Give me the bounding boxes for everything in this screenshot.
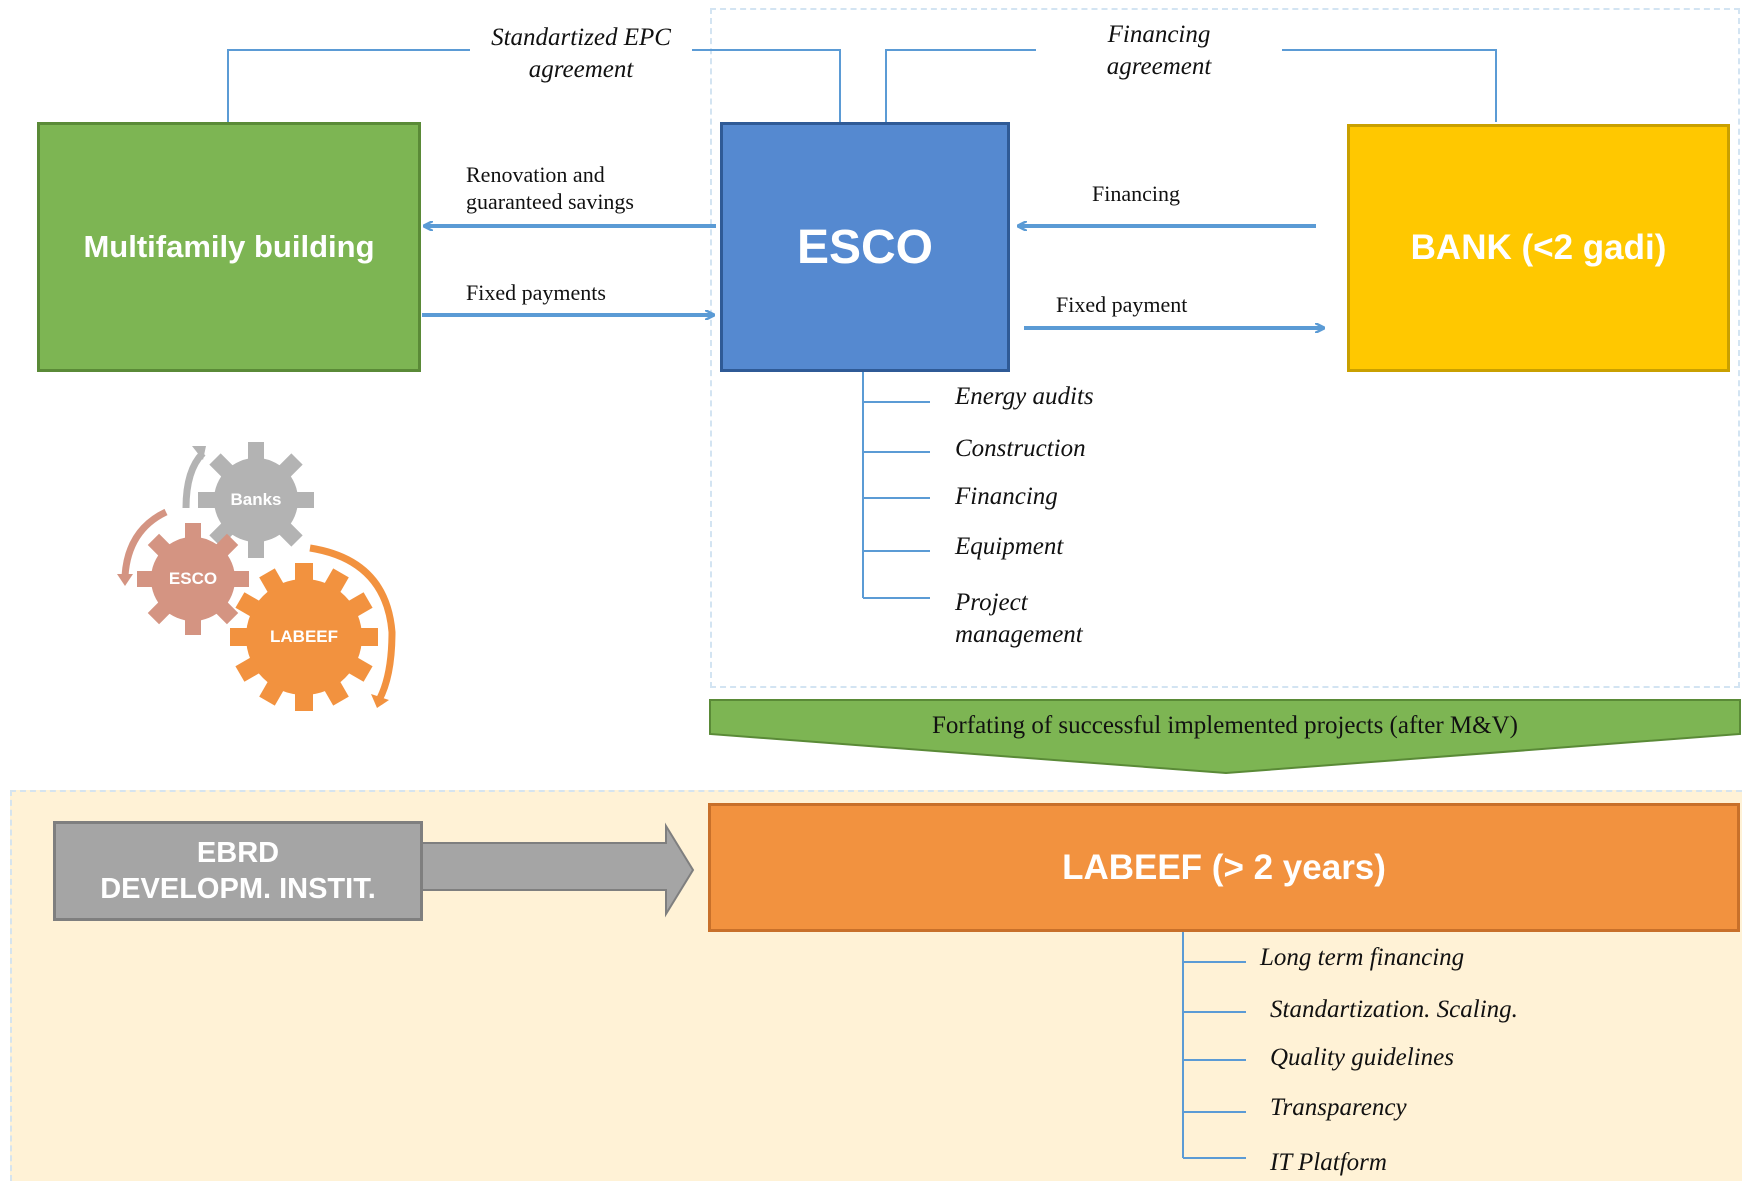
gear-labeef-icon <box>230 563 378 711</box>
bank-box: BANK (<2 gadi) <box>1347 124 1730 372</box>
multifamily-building-label: Multifamily building <box>83 229 375 264</box>
ebrd-label-line2: DEVELOPM. INSTIT. <box>100 873 376 905</box>
gear-esco-icon <box>137 523 249 635</box>
financing-agreement-line1: Financing <box>1107 21 1211 48</box>
labeef-service-transparency: Transparency <box>1270 1094 1407 1121</box>
esco-service-financing: Financing <box>955 483 1058 510</box>
fixed-payment-label: Fixed payment <box>1056 292 1188 317</box>
financing-agreement-connector <box>885 49 1036 122</box>
esco-service-project: Project <box>955 589 1028 616</box>
financing-agreement-label: Financing agreement <box>1036 19 1282 83</box>
financing-agreement-connector-right <box>1282 49 1497 122</box>
esco-label: ESCO <box>796 220 934 274</box>
labeef-label: LABEEF (> 2 years) <box>1062 847 1386 887</box>
esco-service-construction: Construction <box>955 435 1086 462</box>
epc-agreement-line2: agreement <box>528 56 634 83</box>
bank-label: BANK (<2 gadi) <box>1410 228 1667 267</box>
esco-service-equipment: Equipment <box>955 533 1064 560</box>
gear-labeef-label: LABEEF <box>270 627 338 646</box>
esco-box: ESCO <box>720 122 1010 372</box>
esco-service-energy-audits: Energy audits <box>955 383 1094 410</box>
labeef-service-quality-guidelines: Quality guidelines <box>1270 1044 1454 1071</box>
financing-flow-label: Financing <box>1092 181 1180 206</box>
epc-agreement-line1: Standartized EPC <box>491 24 671 51</box>
renovation-label: Renovation and guaranteed savings <box>466 161 634 215</box>
forfaiting-chevron <box>709 699 1741 775</box>
gear-arrow-orange <box>309 544 396 702</box>
esco-service-management: management <box>955 621 1083 648</box>
gear-banks-icon <box>198 442 314 558</box>
labeef-service-long-term-financing: Long term financing <box>1260 944 1465 971</box>
ebrd-box: EBRD DEVELOPM. INSTIT. <box>53 821 423 921</box>
ebrd-label-line1: EBRD <box>196 836 280 869</box>
renovation-line2: guaranteed savings <box>466 189 634 214</box>
labeef-service-it-platform: IT Platform <box>1270 1149 1387 1176</box>
fixed-payments-label: Fixed payments <box>466 280 606 305</box>
financing-agreement-line2: agreement <box>1106 53 1212 80</box>
gear-esco-label: ESCO <box>168 569 218 588</box>
ebrd-to-labeef-arrow <box>419 822 695 918</box>
multifamily-building-box: Multifamily building <box>37 122 421 372</box>
epc-agreement-label: Standartized EPC agreement <box>470 22 692 86</box>
epc-agreement-connector <box>227 49 470 122</box>
gear-banks-label: Banks <box>230 490 282 509</box>
forfaiting-label: Forfating of successful implemented proj… <box>932 712 1518 739</box>
renovation-line1: Renovation and <box>466 162 605 187</box>
gear-arrow-orange-head <box>371 694 389 708</box>
gear-arrow-brown <box>121 508 168 577</box>
esco-area-panel <box>710 8 1740 688</box>
labeef-service-standartization: Standartization. Scaling. <box>1270 996 1518 1023</box>
gear-arrow-brown-head <box>117 574 133 586</box>
gear-arrow-gray-head <box>192 446 206 460</box>
labeef-box: LABEEF (> 2 years) <box>708 803 1740 932</box>
epc-agreement-connector-right <box>692 49 841 122</box>
